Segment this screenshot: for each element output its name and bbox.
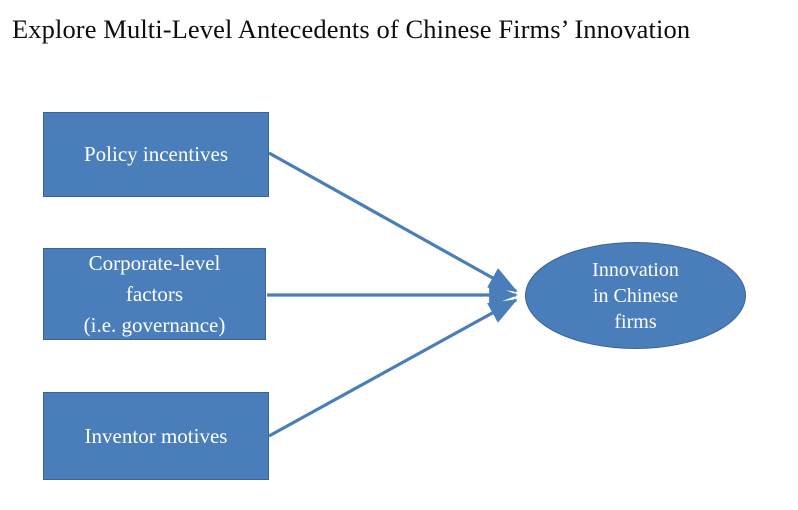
node-corporate-level-factors-label: Corporate-level factors (i.e. governance… [83, 250, 226, 337]
connector-inventor-to-innovation [268, 298, 518, 438]
node-inventor-motives[interactable]: Inventor motives [43, 392, 269, 480]
node-policy-incentives[interactable]: Policy incentives [43, 112, 269, 197]
node-innovation-in-chinese-firms[interactable]: Innovation in Chinese firms [525, 242, 746, 349]
node-corporate-level-factors[interactable]: Corporate-level factors (i.e. governance… [43, 248, 266, 340]
node-policy-incentives-label: Policy incentives [83, 142, 229, 166]
connector-policy-to-innovation [268, 151, 518, 293]
diagram-title: Explore Multi-Level Antecedents of Chine… [12, 14, 691, 44]
node-inventor-motives-label: Inventor motives [84, 423, 228, 448]
node-innovation-in-chinese-firms-label: Innovation in Chinese firms [592, 258, 679, 333]
